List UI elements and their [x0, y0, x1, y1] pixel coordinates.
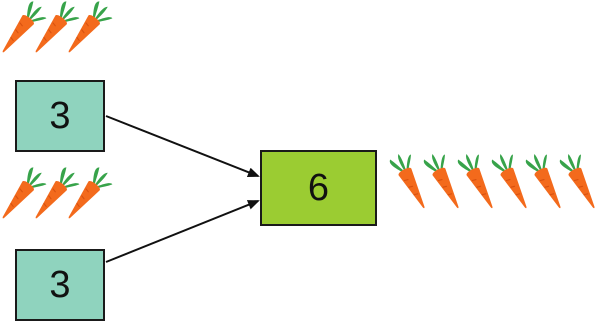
carrot-icon [525, 154, 561, 209]
carrot-icon [423, 154, 459, 209]
carrot-icon [35, 167, 80, 219]
carrot-icon [559, 154, 595, 209]
carrot-icon [2, 167, 47, 219]
carrot-group-top [2, 1, 113, 53]
addend-value-top: 3 [49, 94, 71, 137]
sum-box: 6 [260, 150, 377, 226]
carrot-icon [68, 1, 113, 53]
carrot-icon [2, 1, 47, 53]
addend-value-bottom: 3 [49, 263, 71, 306]
carrot-icon [389, 154, 425, 209]
carrot-group-sum [389, 154, 595, 209]
addend-box-top: 3 [15, 80, 105, 152]
sum-value: 6 [307, 166, 330, 209]
carrot-icon [457, 154, 493, 209]
carrot-icon [35, 1, 80, 53]
arrow-top-to-sum [105, 115, 260, 177]
arrow-bottom-to-sum [105, 200, 260, 263]
carrot-icon [68, 167, 113, 219]
carrot-group-bottom [2, 167, 113, 219]
carrot-icon [491, 154, 527, 209]
addend-box-bottom: 3 [15, 249, 105, 321]
